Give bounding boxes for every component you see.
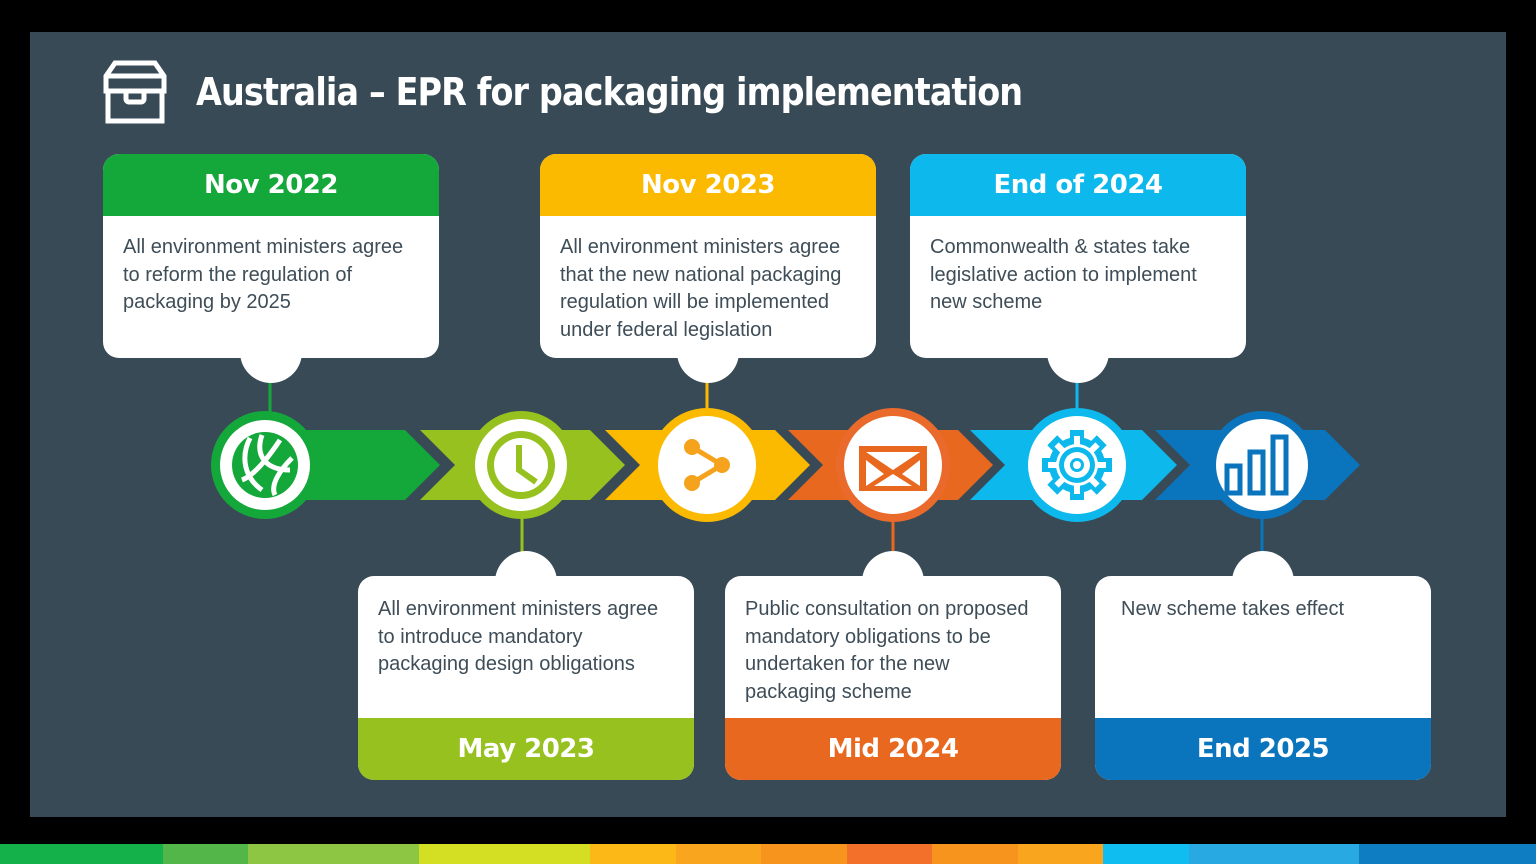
share-icon — [650, 408, 764, 522]
stripe-segment — [1189, 844, 1359, 864]
milestone-card-may-2023: All environment ministers agree to intro… — [358, 551, 694, 780]
milestone-date: Nov 2023 — [540, 154, 876, 216]
stripe-segment — [163, 844, 248, 864]
archive-box-icon — [103, 60, 167, 124]
milestone-date: End of 2024 — [910, 154, 1246, 216]
footer-color-stripe — [0, 844, 1536, 864]
milestone-date: May 2023 — [358, 718, 694, 780]
milestone-description: Public consultation on proposed mandator… — [745, 598, 1029, 703]
volleyball-icon — [211, 411, 319, 519]
milestone-date: Nov 2022 — [103, 154, 439, 216]
stripe-segment — [248, 844, 419, 864]
page-title: Australia – EPR for packaging implementa… — [196, 70, 1023, 114]
milestone-card-end-of-2024: End of 2024 Commonwealth & states take l… — [910, 154, 1246, 383]
stripe-segment — [761, 844, 847, 864]
milestone-date: Mid 2024 — [725, 718, 1061, 780]
milestone-card-nov-2023: Nov 2023 All environment ministers agree… — [540, 154, 876, 383]
card-connector-nub — [677, 321, 739, 383]
milestone-description: All environment ministers agree to intro… — [378, 598, 659, 675]
milestone-card-end-2025: New scheme takes effect End 2025 — [1095, 551, 1431, 780]
milestone-card-nov-2022: Nov 2022 All environment ministers agree… — [103, 154, 439, 383]
stripe-segment — [419, 844, 590, 864]
bar-chart-icon — [1208, 411, 1316, 519]
stripe-segment — [847, 844, 932, 864]
header: Australia – EPR for packaging implementa… — [102, 57, 1135, 127]
milestone-date: End 2025 — [1095, 718, 1431, 780]
clock-icon — [467, 411, 575, 519]
card-connector-nub — [495, 551, 557, 613]
stripe-segment — [0, 844, 163, 864]
stripe-segment — [1018, 844, 1103, 864]
milestone-card-mid-2024: Public consultation on proposed mandator… — [725, 551, 1061, 780]
stripe-segment — [676, 844, 761, 864]
milestone-description: All environment ministers agree that the… — [560, 236, 842, 341]
stripe-segment — [1359, 844, 1536, 864]
card-connector-nub — [240, 321, 302, 383]
stripe-segment — [932, 844, 1018, 864]
card-connector-nub — [1047, 321, 1109, 383]
gear-icon — [1020, 408, 1134, 522]
envelope-icon — [836, 408, 950, 522]
card-connector-nub — [862, 551, 924, 613]
stripe-segment — [1103, 844, 1189, 864]
milestone-description: New scheme takes effect — [1121, 598, 1345, 620]
milestone-description: Commonwealth & states take legislative a… — [930, 236, 1197, 313]
milestone-description: All environment ministers agree to refor… — [123, 236, 404, 313]
card-connector-nub — [1232, 551, 1294, 613]
stripe-segment — [590, 844, 676, 864]
